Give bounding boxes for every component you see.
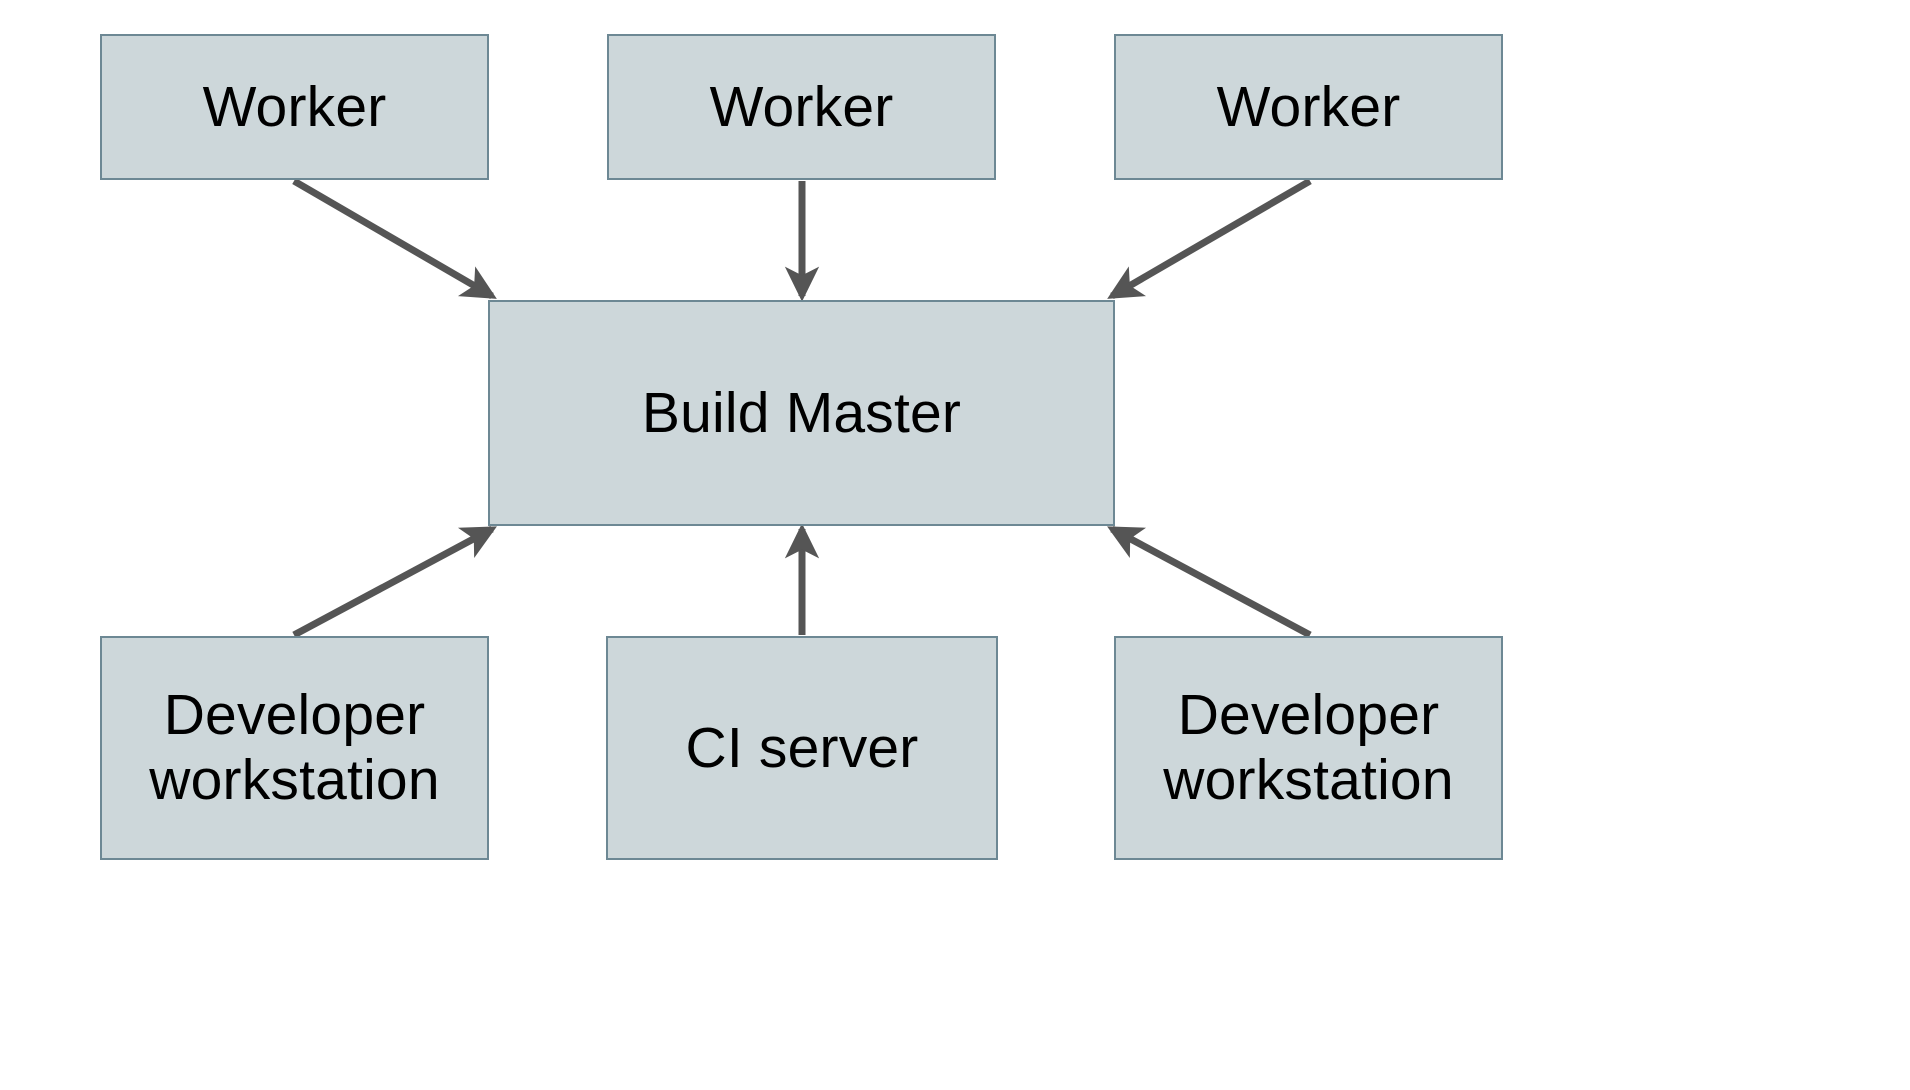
node-worker-1-label: Worker bbox=[202, 74, 387, 139]
edge-dev2-to-master bbox=[1107, 525, 1312, 639]
node-build-master-label: Build Master bbox=[641, 380, 962, 445]
node-developer-workstation-left-label: Developer workstation bbox=[149, 683, 440, 812]
node-developer-workstation-right-label: Developer workstation bbox=[1163, 683, 1454, 812]
edge-worker3-to-master bbox=[1107, 177, 1312, 300]
node-build-master[interactable]: Build Master bbox=[488, 300, 1115, 526]
node-worker-1[interactable]: Worker bbox=[100, 34, 489, 180]
node-worker-2-label: Worker bbox=[709, 74, 894, 139]
node-developer-workstation-right[interactable]: Developer workstation bbox=[1114, 636, 1503, 860]
edge-worker1-to-master bbox=[292, 177, 497, 300]
node-worker-3-label: Worker bbox=[1216, 74, 1401, 139]
node-worker-3[interactable]: Worker bbox=[1114, 34, 1503, 180]
node-ci-server[interactable]: CI server bbox=[606, 636, 998, 860]
edge-dev1-to-master bbox=[292, 525, 497, 639]
node-ci-server-label: CI server bbox=[685, 715, 919, 780]
node-developer-workstation-left[interactable]: Developer workstation bbox=[100, 636, 489, 860]
node-worker-2[interactable]: Worker bbox=[607, 34, 996, 180]
